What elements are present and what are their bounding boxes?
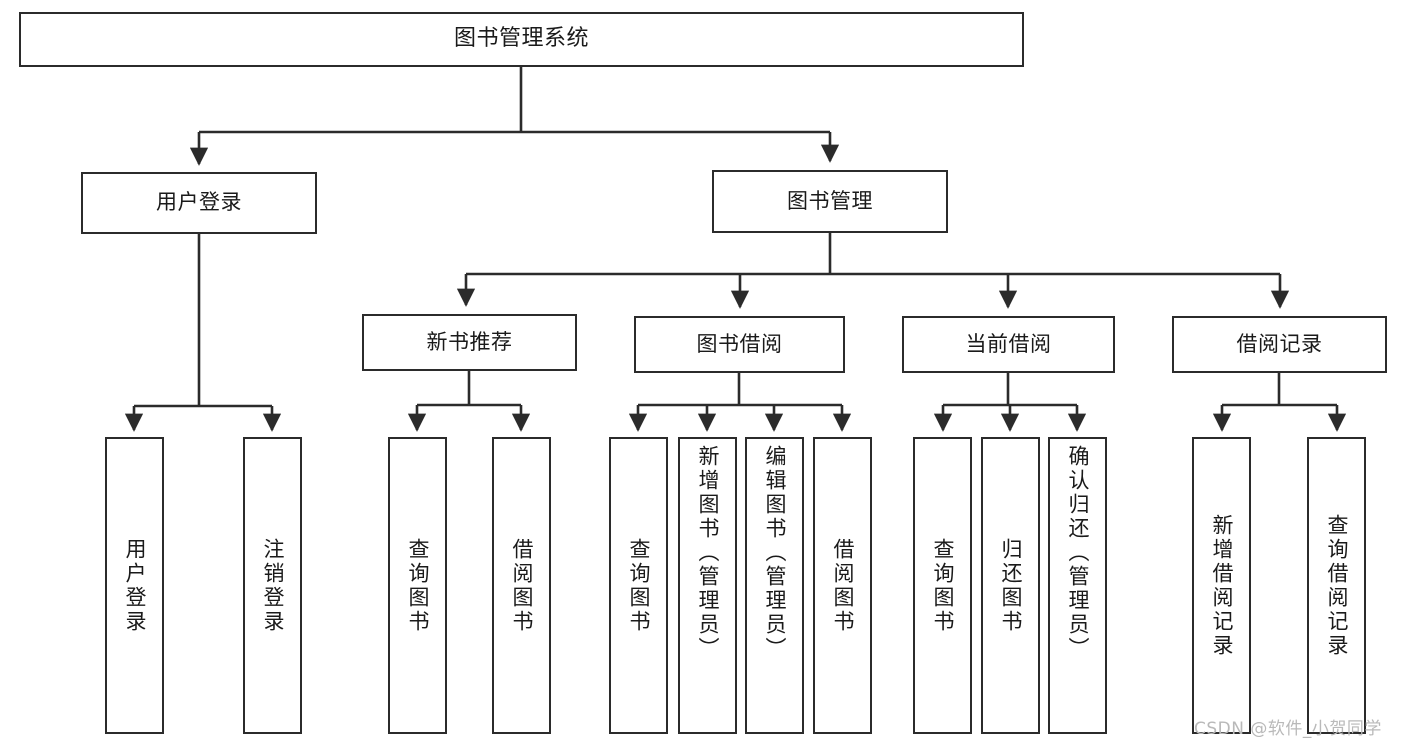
leaf-add-book-admin[interactable]: 新增图书（管理员） [678,437,737,734]
node-book-management[interactable]: 图书管理 [712,170,948,233]
leaf-query-book-recommend[interactable]: 查询图书 [388,437,447,734]
leaf-query-book-recommend-label: 查询图书 [406,537,430,634]
leaf-logout[interactable]: 注销登录 [243,437,302,734]
leaf-add-book-admin-label: 新增图书（管理员） [696,445,720,661]
leaf-return-book-label: 归还图书 [999,537,1023,634]
leaf-add-borrow-record[interactable]: 新增借阅记录 [1192,437,1251,734]
leaf-query-borrow-record-label: 查询借阅记录 [1325,513,1349,658]
leaf-confirm-return-admin[interactable]: 确认归还（管理员） [1048,437,1107,734]
leaf-edit-book-admin-label: 编辑图书（管理员） [763,445,787,661]
leaf-add-borrow-record-label: 新增借阅记录 [1210,513,1234,658]
leaf-confirm-return-admin-label: 确认归还（管理员） [1066,445,1090,661]
leaf-return-book[interactable]: 归还图书 [981,437,1040,734]
leaf-logout-label: 注销登录 [261,537,285,634]
node-user-login-label: 用户登录 [156,190,242,215]
csdn-watermark: CSDN @软件_小贺同学 [1194,719,1382,739]
leaf-borrow-book-recommend-label: 借阅图书 [510,537,534,634]
leaf-edit-book-admin[interactable]: 编辑图书（管理员） [745,437,804,734]
node-root[interactable]: 图书管理系统 [19,12,1024,67]
leaf-borrow-book[interactable]: 借阅图书 [813,437,872,734]
node-borrow-record[interactable]: 借阅记录 [1172,316,1387,373]
leaf-query-book-current[interactable]: 查询图书 [913,437,972,734]
node-book-borrow[interactable]: 图书借阅 [634,316,845,373]
node-current-borrow[interactable]: 当前借阅 [902,316,1115,373]
leaf-user-login[interactable]: 用户登录 [105,437,164,734]
node-borrow-record-label: 借阅记录 [1236,331,1323,356]
leaf-query-book-borrow-label: 查询图书 [627,537,651,634]
leaf-query-book-borrow[interactable]: 查询图书 [609,437,668,734]
node-root-label: 图书管理系统 [453,26,589,52]
node-user-login[interactable]: 用户登录 [81,172,317,234]
leaf-query-borrow-record[interactable]: 查询借阅记录 [1307,437,1366,734]
leaf-user-login-label: 用户登录 [123,537,147,634]
node-book-borrow-label: 图书借阅 [696,331,783,356]
node-current-borrow-label: 当前借阅 [965,331,1052,356]
node-new-book-recommend-label: 新书推荐 [426,329,513,354]
leaf-borrow-book-label: 借阅图书 [831,537,855,634]
leaf-query-book-current-label: 查询图书 [931,537,955,634]
node-book-management-label: 图书管理 [787,188,873,213]
node-new-book-recommend[interactable]: 新书推荐 [362,314,577,371]
leaf-borrow-book-recommend[interactable]: 借阅图书 [492,437,551,734]
